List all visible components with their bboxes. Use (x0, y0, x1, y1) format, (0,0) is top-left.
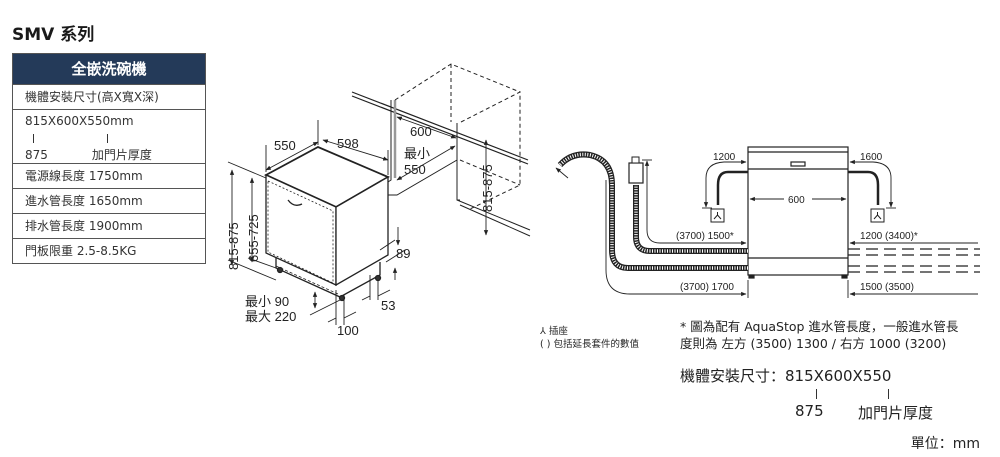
front-view-dishwasher (747, 146, 849, 279)
install-size-summary-ticks (680, 386, 891, 402)
dim-drain-left: (3700) 1700 (680, 282, 734, 293)
door-thickness-note: 加門片厚度 (91, 148, 152, 162)
dim-inlet-right: 1200 (3400)* (860, 231, 918, 242)
aquastop-note: * 圖為配有 AquaStop 進水管長度，一般進水管長 度則為 左方 (350… (680, 318, 958, 352)
dim-plinth-max: 最大 220 (245, 309, 296, 324)
socket-symbol-icon: ⅄ (540, 326, 546, 337)
install-size-summary-line: 機體安裝尺寸：815X600X550 (680, 367, 892, 385)
dim-niche-height: 815-875 (480, 164, 495, 212)
drain-hose-length: 排水管長度 1900mm (13, 213, 205, 238)
cabinet-niche (351, 63, 531, 237)
label-bg (784, 193, 812, 205)
iso-dimension-lines (227, 116, 489, 325)
install-size-summary-notes: 875 加門片厚度 (680, 402, 933, 422)
install-size-value: 815X600X550mm (25, 114, 134, 128)
power-cord-length: 電源線長度 1750mm (13, 163, 205, 188)
alt-height: 875 (25, 148, 48, 162)
dim-drain-right: 1500 (3500) (860, 282, 914, 293)
dim-plinth-min: 最小 90 (245, 294, 289, 309)
door-weight-limit: 門板限重 2.5-8.5KG (13, 238, 205, 263)
dim-foot-offset: 100 (337, 323, 359, 338)
install-size-label: 機體安裝尺寸(高X寬X深) (13, 84, 205, 109)
front-dimension-lines (555, 159, 978, 298)
legend-paren-note: ( ) 包括延長套件的數值 (540, 339, 639, 350)
unit-label: 單位：mm (910, 436, 980, 452)
front-dim-labels (784, 193, 812, 205)
legend-socket-label: 插座 (548, 326, 568, 337)
summary-alt-height: 875 (795, 402, 824, 420)
summary-door-note: 加門片厚度 (858, 404, 934, 422)
dim-left-top: 1200 (713, 152, 736, 163)
dim-right-top: 1600 (860, 152, 883, 163)
spec-table: 全嵌洗碗機 機體安裝尺寸(高X寬X深) 815X600X550mm 875 加門片… (12, 53, 206, 264)
note-line-2: 度則為 左方 (3500) 1300 / 右方 1000 (3200) (680, 336, 947, 351)
legend: ⅄ 插座 ( ) 包括延長套件的數值 (540, 325, 639, 351)
dim-niche-width: 600 (410, 124, 432, 139)
dim-side-offset: 53 (381, 298, 395, 313)
dim-width: 598 (337, 136, 359, 151)
legend-socket: ⅄ 插座 (540, 325, 639, 338)
install-size-notes: 875 加門片厚度 (25, 147, 205, 164)
install-size-ticks (25, 130, 205, 147)
dim-height-door: 655-725 (246, 214, 261, 262)
install-size-summary: 機體安裝尺寸：815X600X550 875 加門片厚度 (680, 365, 933, 422)
hoses (557, 151, 980, 273)
dim-front-width: 600 (788, 195, 805, 206)
note-line-1: * 圖為配有 AquaStop 進水管長度，一般進水管長 (680, 319, 959, 334)
dim-height-total: 815-875 (226, 222, 241, 270)
install-size-cell: 815X600X550mm 875 加門片厚度 (13, 109, 205, 163)
spec-table-header: 全嵌洗碗機 (13, 54, 205, 84)
dim-plinth-gap: 89 (396, 246, 410, 261)
dim-inlet-left: (3700) 1500* (676, 231, 734, 242)
series-title: SMV 系列 (12, 25, 95, 45)
dim-niche-depth: 550 (404, 162, 426, 177)
dim-depth: 550 (274, 138, 296, 153)
dim-niche-depth-label: 最小 (404, 146, 430, 161)
inlet-hose-length: 進水管長度 1650mm (13, 188, 205, 213)
